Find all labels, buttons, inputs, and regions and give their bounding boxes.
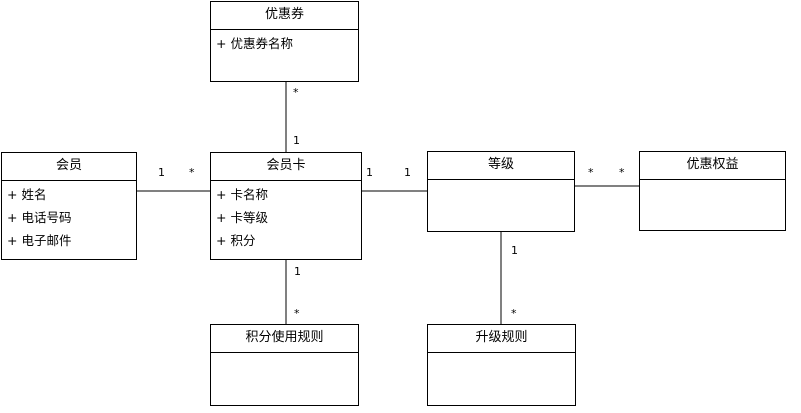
multiplicity-points-rule-end: * (294, 307, 300, 320)
multiplicity-member-end: 1 (158, 166, 165, 179)
class-upgrade-rule-attributes (428, 353, 575, 355)
attribute-member-phone: + 电话号码 (7, 210, 72, 225)
attribute-member-name: + 姓名 (7, 187, 47, 202)
class-benefit-name: 优惠权益 (640, 152, 785, 180)
attribute-coupon-name: + 优惠券名称 (216, 36, 293, 51)
class-member-card[interactable]: 会员卡 + 卡名称 + 卡等级 + 积分 (210, 152, 362, 260)
attribute-card-points: + 积分 (216, 233, 256, 248)
class-coupon[interactable]: 优惠券 + 优惠券名称 (210, 1, 359, 82)
class-level-attributes (428, 180, 574, 182)
class-points-rule[interactable]: 积分使用规则 (210, 324, 359, 406)
multiplicity-benefit-end: * (619, 166, 625, 179)
class-member-card-attributes: + 卡名称 + 卡等级 + 积分 (211, 181, 361, 252)
class-member-name: 会员 (2, 153, 136, 181)
class-points-rule-name: 积分使用规则 (211, 325, 358, 353)
multiplicity-level-end-card: 1 (404, 166, 411, 179)
class-member-card-name: 会员卡 (211, 153, 361, 181)
class-member-attributes: + 姓名 + 电话号码 + 电子邮件 (2, 181, 136, 252)
multiplicity-coupon-end: * (293, 86, 299, 99)
multiplicity-card-end-rule: 1 (294, 265, 301, 278)
class-level-name: 等级 (428, 152, 574, 180)
attribute-card-level: + 卡等级 (216, 210, 268, 225)
attribute-card-name: + 卡名称 (216, 187, 268, 202)
multiplicity-level-end-benefit: * (588, 166, 594, 179)
class-coupon-name: 优惠券 (211, 2, 358, 30)
multiplicity-level-end-rule: 1 (511, 244, 518, 257)
class-level[interactable]: 等级 (427, 151, 575, 232)
multiplicity-upgrade-rule-end: * (511, 307, 517, 320)
class-benefit-attributes (640, 180, 785, 182)
attribute-member-email: + 电子邮件 (7, 233, 72, 248)
class-benefit[interactable]: 优惠权益 (639, 151, 786, 231)
multiplicity-card-end-coupon: 1 (293, 134, 300, 147)
class-points-rule-attributes (211, 353, 358, 355)
class-upgrade-rule-name: 升级规则 (428, 325, 575, 353)
class-upgrade-rule[interactable]: 升级规则 (427, 324, 576, 406)
multiplicity-card-end-member: * (189, 166, 195, 179)
class-coupon-attributes: + 优惠券名称 (211, 30, 358, 55)
multiplicity-card-end-level: 1 (366, 166, 373, 179)
class-member[interactable]: 会员 + 姓名 + 电话号码 + 电子邮件 (1, 152, 137, 260)
